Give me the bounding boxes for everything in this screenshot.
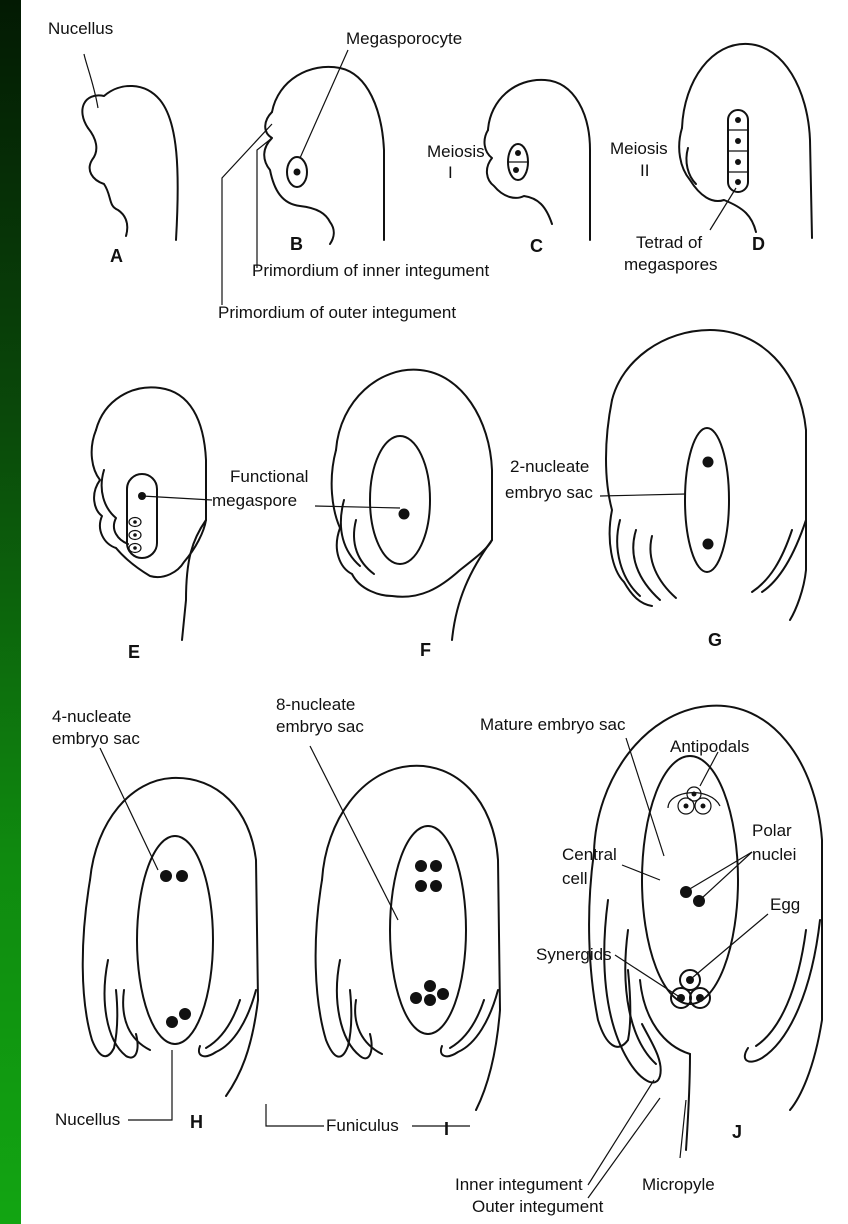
label-primordium-inner: Primordium of inner integument — [252, 261, 489, 280]
label-primordium-outer: Primordium of outer integument — [218, 303, 456, 322]
egg-apparatus — [671, 970, 710, 1008]
label-central-1: Central — [562, 845, 617, 864]
letter-h: H — [190, 1112, 203, 1132]
stage-d-ovule — [679, 44, 812, 238]
label-meiosis-2: Meiosis — [610, 139, 668, 158]
letter-b: B — [290, 234, 303, 254]
stage-a-ovule — [82, 54, 177, 240]
label-synergids: Synergids — [536, 945, 612, 964]
letter-g: G — [708, 630, 722, 650]
label-nucellus-a: Nucellus — [48, 19, 113, 38]
letter-c: C — [530, 236, 543, 256]
label-inner-integument: Inner integument — [455, 1175, 583, 1194]
label-megasporocyte: Megasporocyte — [346, 29, 462, 48]
antipodals-cluster — [668, 787, 720, 814]
label-meiosis-roman-1: I — [448, 163, 453, 182]
label-two-nucleate-2: embryo sac — [505, 483, 593, 502]
label-outer-integument: Outer integument — [472, 1197, 604, 1216]
stage-g-ovule — [600, 330, 806, 620]
stage-c-ovule — [485, 80, 590, 240]
label-tetrad-2: megaspores — [624, 255, 718, 274]
stage-h-ovule — [83, 748, 258, 1120]
label-polar-2: nuclei — [752, 845, 796, 864]
label-nucellus-h: Nucellus — [55, 1110, 120, 1129]
label-funiculus: Funiculus — [326, 1116, 399, 1135]
label-meiosis-1: Meiosis — [427, 142, 485, 161]
label-egg: Egg — [770, 895, 800, 914]
letter-e: E — [128, 642, 140, 662]
label-tetrad-1: Tetrad of — [636, 233, 702, 252]
label-functional-2: megaspore — [212, 491, 297, 510]
label-four-nucleate-2: embryo sac — [52, 729, 140, 748]
label-eight-nucleate-2: embryo sac — [276, 717, 364, 736]
polar-nucleus-1 — [680, 886, 692, 898]
label-antipodals: Antipodals — [670, 737, 749, 756]
stage-i-ovule — [266, 746, 500, 1126]
letter-f: F — [420, 640, 431, 660]
label-meiosis-roman-2: II — [640, 161, 649, 180]
letter-i: I — [444, 1119, 449, 1139]
label-micropyle: Micropyle — [642, 1175, 715, 1194]
label-polar-1: Polar — [752, 821, 792, 840]
label-central-2: cell — [562, 869, 588, 888]
letter-d: D — [752, 234, 765, 254]
label-four-nucleate-1: 4-nucleate — [52, 707, 131, 726]
label-two-nucleate-1: 2-nucleate — [510, 457, 589, 476]
letter-j: J — [732, 1122, 742, 1142]
stage-j-ovule — [588, 706, 822, 1198]
label-mature-sac: Mature embryo sac — [480, 715, 626, 734]
stage-f-ovule — [315, 370, 492, 640]
label-functional-1: Functional — [230, 467, 308, 486]
letter-a: A — [110, 246, 123, 266]
label-eight-nucleate-1: 8-nucleate — [276, 695, 355, 714]
stage-e-ovule — [92, 387, 212, 640]
